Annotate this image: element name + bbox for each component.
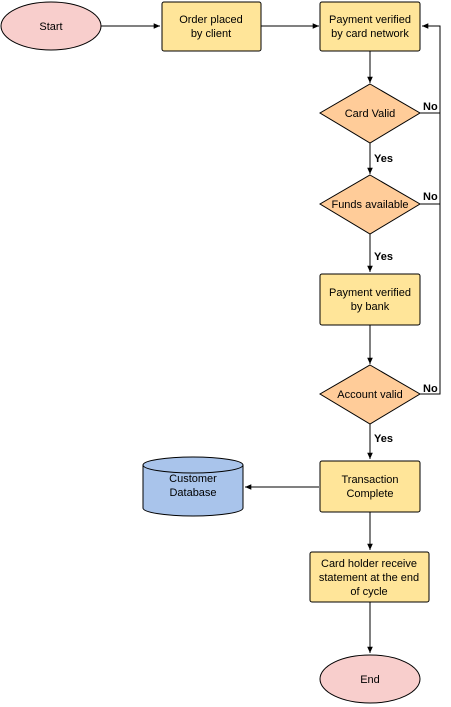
end-node: End bbox=[319, 654, 421, 704]
verify-network-label-line: by card network bbox=[331, 28, 409, 40]
order-label-line: Order placed bbox=[179, 14, 243, 26]
database-label-line: Database bbox=[169, 487, 216, 499]
account-valid-decision: Account valid bbox=[319, 364, 421, 425]
order-label-line: by client bbox=[191, 28, 231, 40]
svg-text:Start: Start bbox=[39, 21, 62, 33]
statement-label-line: Card holder receive bbox=[321, 558, 417, 570]
database-top-rim bbox=[142, 464, 244, 474]
funds-available-decision: Funds available bbox=[319, 174, 421, 235]
verify-network-label-line: Payment verified bbox=[329, 14, 411, 26]
payment-verified-bank-node: Payment verified by bank bbox=[319, 273, 421, 326]
end-label-line: End bbox=[360, 674, 380, 686]
svg-text:Card Valid: Card Valid bbox=[345, 108, 396, 120]
account-yes-label: Yes bbox=[374, 433, 393, 445]
statement-label-line: of cycle bbox=[350, 586, 387, 598]
payment-verified-network-node: Payment verified by card network bbox=[319, 1, 421, 52]
card-valid-no-label: No bbox=[423, 101, 438, 113]
order-placed-node: Order placed by client bbox=[161, 1, 262, 52]
statement-label-line: statement at the end bbox=[319, 572, 419, 584]
card-valid-yes-label: Yes bbox=[374, 153, 393, 165]
database-label-line: Customer bbox=[169, 473, 217, 485]
funds-yes-label: Yes bbox=[374, 251, 393, 263]
verify-bank-label-line: Payment verified bbox=[329, 287, 411, 299]
start-node: Start bbox=[0, 1, 102, 51]
account-valid-label-line: Account valid bbox=[337, 389, 402, 401]
statement-node: Card holder receive statement at the end o… bbox=[309, 551, 430, 603]
complete-label-line: Complete bbox=[346, 488, 393, 500]
complete-label-line: Transaction bbox=[341, 474, 398, 486]
start-label-line: Start bbox=[39, 21, 62, 33]
card-valid-decision: Card Valid bbox=[319, 83, 421, 144]
funds-label-line: Funds available bbox=[331, 199, 408, 211]
card-valid-label-line: Card Valid bbox=[345, 108, 396, 120]
account-no-label: No bbox=[423, 383, 438, 395]
svg-text:Account valid: Account valid bbox=[337, 389, 402, 401]
svg-text:End: End bbox=[360, 674, 380, 686]
edge-account-valid-no bbox=[420, 23, 441, 395]
verify-bank-label-line: by bank bbox=[351, 301, 390, 313]
svg-text:Funds available: Funds available bbox=[331, 199, 408, 211]
funds-no-label: No bbox=[423, 191, 438, 203]
